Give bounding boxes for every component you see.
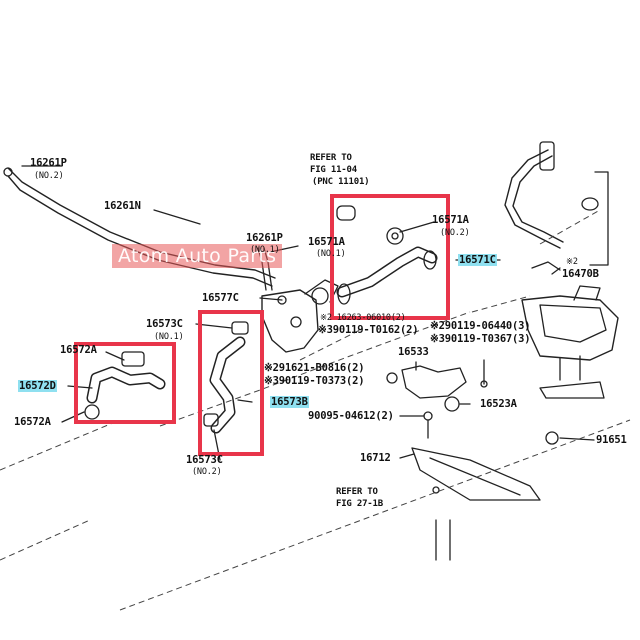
bolt-note-4: ※390119-T0367(3) bbox=[430, 333, 531, 345]
part-label-16261p-left: 16261P bbox=[30, 157, 67, 169]
part-label-16261p-left-sub: (NO.2) bbox=[34, 171, 64, 181]
part-label-16573c-top: 16573C bbox=[146, 318, 183, 330]
mark-2: ※2 bbox=[566, 257, 578, 267]
part-label-16572a-bottom: 16572A bbox=[14, 416, 51, 428]
part-label-16571a-right-sub: (NO.2) bbox=[440, 228, 470, 238]
part-label-16571a-left-sub: (NO.1) bbox=[316, 249, 346, 259]
part-label-16261n: 16261N bbox=[104, 200, 141, 212]
part-label-16573c-bottom: 16573C bbox=[186, 454, 223, 466]
part-label-16571c: 16571C bbox=[458, 254, 497, 266]
part-label-16470b: 16470B bbox=[562, 268, 599, 280]
part-label-16571a-left: 16571A bbox=[308, 236, 345, 248]
refer-note-line3: (PNC 11101) bbox=[312, 177, 370, 187]
part-label-16533: 16533 bbox=[398, 346, 429, 358]
bolt-note-1: ※2 16263-06010(2) bbox=[320, 313, 406, 323]
part-label-90095: 90095-04612(2) bbox=[308, 410, 394, 422]
part-label-91651: 91651 bbox=[596, 434, 627, 446]
refer-note-2-line2: FIG 27-1B bbox=[336, 499, 383, 509]
part-label-16261p-mid: 16261P bbox=[246, 232, 283, 244]
part-label-16577c: 16577C bbox=[202, 292, 239, 304]
refer-note-2-line1: REFER TO bbox=[336, 487, 378, 497]
refer-note-line2: FIG 11-04 bbox=[310, 165, 357, 175]
watermark: Atom Auto Parts bbox=[112, 244, 283, 268]
part-label-16261p-mid-sub: (NO.1) bbox=[250, 245, 280, 255]
bolt-note-5: ※291621-B0816(2) bbox=[264, 362, 365, 374]
part-label-16712: 16712 bbox=[360, 452, 391, 464]
part-label-16572d: 16572D bbox=[18, 380, 57, 392]
bolt-note-2: ※390119-T0162(2) bbox=[318, 324, 419, 336]
bolt-note-3: ※290119-06440(3) bbox=[430, 320, 531, 332]
part-label-16571a-right: 16571A bbox=[432, 214, 469, 226]
part-label-16573c-bottom-sub: (NO.2) bbox=[192, 467, 222, 477]
refer-note-line1: REFER TO bbox=[310, 153, 352, 163]
part-label-16572a-top: 16572A bbox=[60, 344, 97, 356]
part-label-16573c-top-sub: (NO.1) bbox=[154, 332, 184, 342]
part-label-16573b: 16573B bbox=[270, 396, 309, 408]
part-label-16523a: 16523A bbox=[480, 398, 517, 410]
bolt-note-6: ※390119-T0373(2) bbox=[264, 375, 365, 387]
